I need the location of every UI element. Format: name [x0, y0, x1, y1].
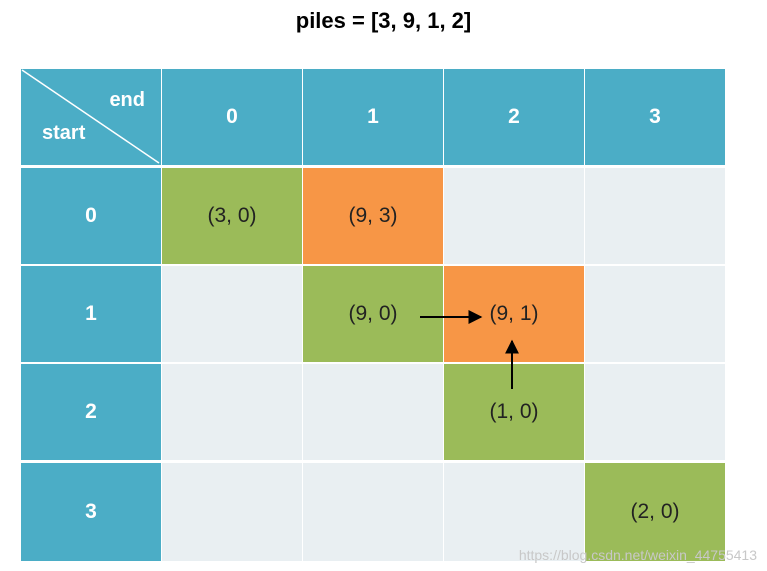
cell-0-0: (3, 0) — [162, 168, 302, 264]
corner-start-label: start — [42, 122, 86, 144]
watermark: https://blog.csdn.net/weixin_44755413 — [518, 547, 757, 563]
cell-3-0 — [162, 463, 302, 561]
row-header-1: 1 — [21, 266, 161, 362]
corner-diagonal-line — [21, 69, 160, 164]
cell-1-3 — [585, 266, 725, 362]
cell-1-0 — [162, 266, 302, 362]
col-header-2: 2 — [444, 69, 584, 165]
col-header-0: 0 — [162, 69, 302, 165]
cell-2-1 — [303, 364, 443, 460]
corner-header: end start — [21, 69, 161, 165]
cell-1-1: (9, 0) — [303, 266, 443, 362]
cell-2-3 — [585, 364, 725, 460]
cell-0-3 — [585, 168, 725, 264]
cell-3-3: (2, 0) — [585, 463, 725, 561]
cell-2-0 — [162, 364, 302, 460]
cell-2-2: (1, 0) — [444, 364, 584, 460]
cell-3-2 — [444, 463, 584, 561]
cell-0-2 — [444, 168, 584, 264]
row-header-2: 2 — [21, 364, 161, 460]
row-header-3: 3 — [21, 463, 161, 561]
col-header-3: 3 — [585, 69, 725, 165]
corner-end-label: end — [109, 89, 145, 111]
row-header-0: 0 — [21, 168, 161, 264]
diagram-title: piles = [3, 9, 1, 2] — [295, 8, 472, 33]
cell-3-1 — [303, 463, 443, 561]
cell-0-1: (9, 3) — [303, 168, 443, 264]
cell-1-2: (9, 1) — [444, 266, 584, 362]
col-header-1: 1 — [303, 69, 443, 165]
dp-table: end start 0 1 2 3 0 1 2 3 (3, 0) (9, 3) … — [21, 69, 725, 561]
